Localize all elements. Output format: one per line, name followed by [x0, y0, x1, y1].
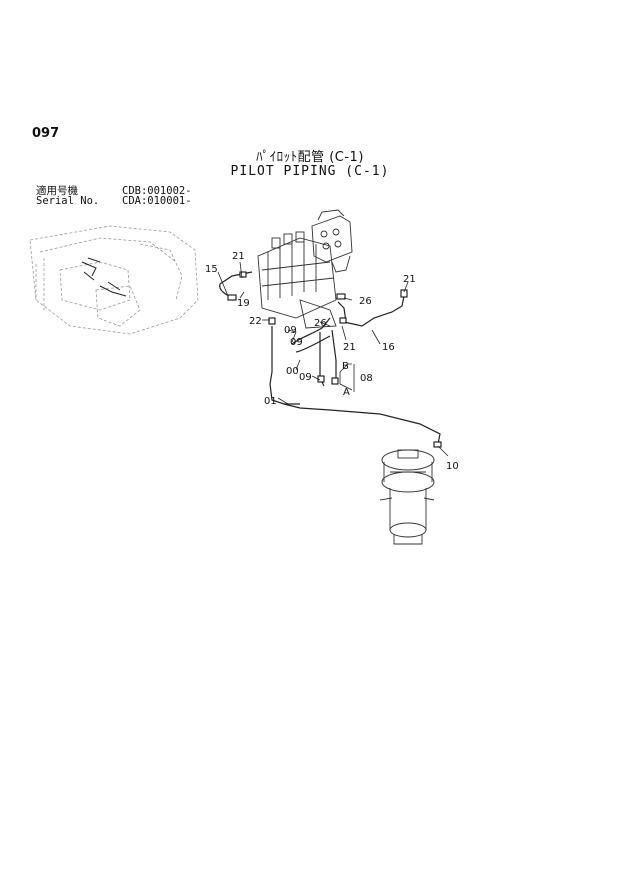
serial-number-row: Serial No. CDA:010001- [36, 195, 192, 207]
callout-26: 26 [359, 296, 372, 307]
callout-22: 22 [249, 316, 262, 327]
applicable-serial-row: 適用号機 CDB:001002- [36, 183, 192, 198]
callout-b: B [342, 361, 349, 372]
leader-lines [217, 261, 449, 457]
serial-label: 適用号機 [36, 185, 78, 197]
callout-01: 01 [264, 396, 277, 407]
control-valve [257, 231, 337, 329]
callout-19: 19 [237, 298, 250, 309]
machine-context-detail [81, 257, 127, 297]
diagram-title-jp: ﾊﾟｲﾛｯﾄ配管 (C-1) [256, 150, 364, 165]
callout-10: 10 [446, 461, 459, 472]
hose-01 [283, 403, 441, 445]
diagram-title-en: PILOT PIPING (C-1) [230, 164, 390, 179]
hose-09 [291, 317, 331, 345]
hose-08-b [331, 329, 337, 384]
hose-16 [343, 295, 405, 327]
callout-09: 09 [290, 337, 303, 348]
pilot-hoses [219, 271, 441, 445]
serial-label: Serial No. [36, 195, 100, 207]
hose-fittings [227, 271, 442, 448]
machine-context-drawing [29, 225, 199, 335]
hose-00 [295, 335, 331, 353]
callout-21: 21 [403, 274, 416, 285]
serial-value: CDA:010001- [122, 195, 192, 207]
callout-00: 00 [286, 366, 299, 377]
serial-value: CDB:001002- [122, 185, 192, 197]
callout-26: 26 [314, 318, 327, 329]
callout-09: 09 [284, 325, 297, 336]
callout-08: 08 [360, 373, 373, 384]
page-number: 097 [32, 126, 60, 141]
callout-a: A [343, 387, 350, 398]
callout-09: 09 [299, 372, 312, 383]
callout-21: 21 [343, 342, 356, 353]
callout-15: 15 [205, 264, 218, 275]
hose-15 [219, 271, 253, 299]
hose-left-long [269, 326, 300, 405]
callout-21: 21 [232, 251, 245, 262]
callout-labels: 15 21 19 22 09 26 09 26 21 21 16 00 09 B… [205, 251, 459, 472]
pilot-valve-block [311, 209, 353, 273]
hose-26 [337, 301, 347, 323]
swing-motor [379, 449, 435, 545]
callout-16: 16 [382, 342, 395, 353]
